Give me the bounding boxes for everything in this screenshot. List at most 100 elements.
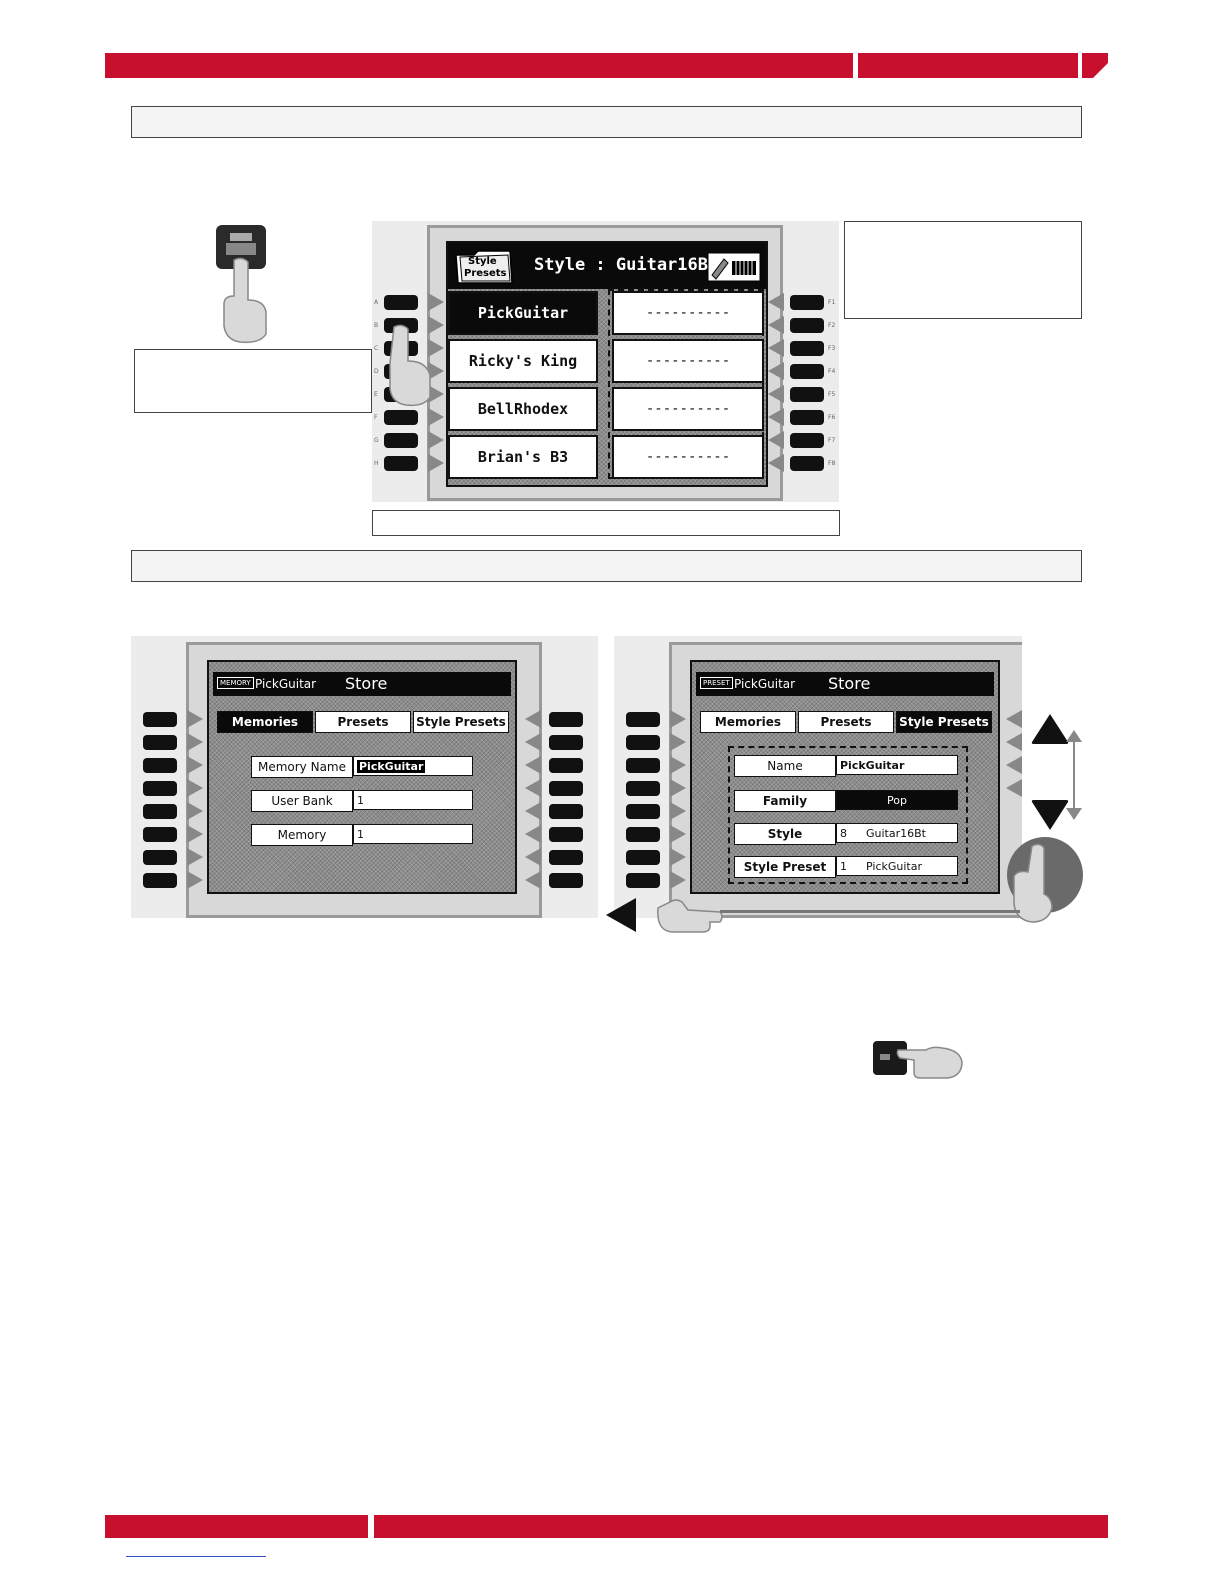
store-preset-screen: PRESET PickGuitar Store <box>690 660 1000 894</box>
header-bar-left <box>105 53 853 78</box>
side-arrow <box>428 431 444 449</box>
store-field-value[interactable]: Pop <box>836 790 958 810</box>
style-preset-item[interactable]: Brian's B3 <box>448 435 598 479</box>
store-preset-titlebar: PRESET PickGuitar Store <box>696 672 994 696</box>
side-button[interactable] <box>549 735 583 750</box>
side-button[interactable] <box>143 712 177 727</box>
side-button[interactable] <box>549 827 583 842</box>
side-arrow <box>525 710 541 728</box>
side-button[interactable] <box>143 804 177 819</box>
side-arrow <box>525 733 541 751</box>
side-button[interactable] <box>384 456 418 471</box>
arrow-left-icon[interactable] <box>604 896 638 934</box>
side-button[interactable] <box>549 712 583 727</box>
side-button[interactable] <box>626 804 660 819</box>
store-field-label: Family <box>734 790 836 812</box>
side-button-label: H <box>374 460 379 467</box>
side-arrow <box>768 454 784 472</box>
side-arrow <box>428 339 444 357</box>
memory-badge: MEMORY <box>217 677 254 689</box>
style-preset-empty-slot[interactable]: ---------- <box>612 435 764 479</box>
side-button[interactable] <box>143 781 177 796</box>
side-button-label: A <box>374 299 379 306</box>
double-arrow-icon <box>1064 730 1084 820</box>
store-field-value[interactable]: PickGuitar <box>353 756 473 776</box>
side-arrow <box>525 848 541 866</box>
side-arrow <box>525 802 541 820</box>
side-button[interactable] <box>790 410 824 425</box>
side-button[interactable] <box>626 758 660 773</box>
side-button[interactable] <box>143 873 177 888</box>
side-button[interactable] <box>384 433 418 448</box>
side-button[interactable] <box>626 781 660 796</box>
section-heading-box-2 <box>131 550 1082 582</box>
side-button[interactable] <box>626 712 660 727</box>
side-button[interactable] <box>143 735 177 750</box>
store-title: Store <box>828 674 871 693</box>
side-button[interactable] <box>549 804 583 819</box>
side-button[interactable] <box>790 387 824 402</box>
side-button[interactable] <box>384 295 418 310</box>
side-arrow <box>187 756 203 774</box>
side-button-label: B <box>374 322 379 329</box>
store-field-value[interactable]: PickGuitar <box>836 755 958 775</box>
style-preset-empty-slot[interactable]: ---------- <box>612 387 764 431</box>
side-arrow <box>670 825 686 843</box>
store-field-value[interactable]: 1 <box>353 790 473 810</box>
side-button[interactable] <box>626 850 660 865</box>
store-tab[interactable]: Style Presets <box>896 711 992 733</box>
side-arrow <box>768 316 784 334</box>
store-tab[interactable]: Memories <box>700 711 796 733</box>
style-presets-panel: Style Presets Style : Guitar16Bt PickGui… <box>372 221 839 502</box>
side-button[interactable] <box>549 850 583 865</box>
side-button[interactable] <box>626 827 660 842</box>
store-field-value[interactable]: 1 <box>353 824 473 844</box>
side-button[interactable] <box>626 873 660 888</box>
store-tab[interactable]: Presets <box>798 711 894 733</box>
store-tab[interactable]: Presets <box>315 711 411 733</box>
side-arrow <box>768 293 784 311</box>
side-button[interactable] <box>143 850 177 865</box>
style-preset-item[interactable]: BellRhodex <box>448 387 598 431</box>
style-presets-folder-icon: Style Presets <box>454 247 514 285</box>
side-button[interactable] <box>790 341 824 356</box>
store-tab[interactable]: Memories <box>217 711 313 733</box>
side-button[interactable] <box>790 433 824 448</box>
style-preset-empty-slot[interactable]: ---------- <box>612 291 764 335</box>
store-tab[interactable]: Style Presets <box>413 711 509 733</box>
side-button[interactable] <box>384 410 418 425</box>
side-button[interactable] <box>790 318 824 333</box>
style-preset-item[interactable]: Ricky's King <box>448 339 598 383</box>
screen-caption-box <box>372 510 840 536</box>
side-arrow <box>1006 710 1022 728</box>
store-field-label: User Bank <box>251 790 353 812</box>
side-arrow <box>525 779 541 797</box>
side-button[interactable] <box>143 758 177 773</box>
side-arrow <box>428 316 444 334</box>
side-arrow <box>768 339 784 357</box>
side-button[interactable] <box>549 758 583 773</box>
header-bar-corner <box>1082 53 1108 78</box>
style-preset-item[interactable]: PickGuitar <box>448 291 598 335</box>
side-button[interactable] <box>143 827 177 842</box>
store-field-name: Guitar16Bt <box>866 826 926 840</box>
arrow-down-icon[interactable] <box>1030 798 1070 832</box>
style-presets-titlebar: Style Presets Style : Guitar16Bt <box>448 243 766 289</box>
side-button[interactable] <box>790 295 824 310</box>
side-button[interactable] <box>549 873 583 888</box>
side-button[interactable] <box>790 456 824 471</box>
footer-bar-left <box>105 1515 368 1538</box>
side-button[interactable] <box>790 364 824 379</box>
side-arrow <box>670 802 686 820</box>
side-button[interactable] <box>626 735 660 750</box>
arrow-up-icon[interactable] <box>1030 712 1070 746</box>
side-arrow <box>525 825 541 843</box>
side-button-label: C <box>374 345 379 352</box>
folder-label-line1: Style <box>468 256 497 267</box>
side-button[interactable] <box>549 781 583 796</box>
style-preset-empty-slot[interactable]: ---------- <box>612 339 764 383</box>
side-arrow <box>1006 733 1022 751</box>
side-arrow <box>187 848 203 866</box>
